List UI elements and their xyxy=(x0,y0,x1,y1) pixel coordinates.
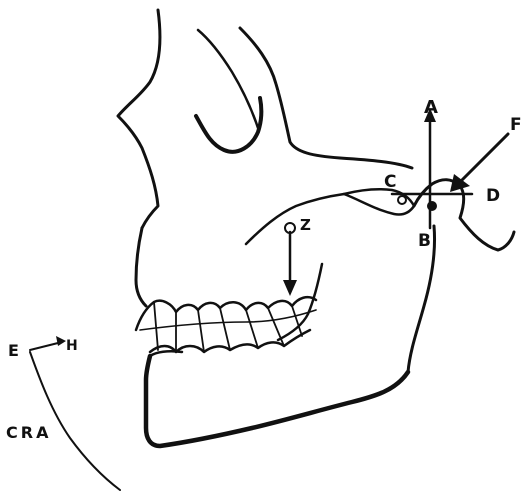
arrow-EH-line xyxy=(30,342,62,350)
mandible-border xyxy=(146,356,408,446)
arrow-F-line xyxy=(456,134,508,186)
label-H: H xyxy=(66,338,78,354)
arrow-EH-head xyxy=(56,336,66,346)
CRA-curve xyxy=(30,352,120,490)
label-D: D xyxy=(486,186,500,206)
inner-nasal-line xyxy=(198,30,258,128)
zygomatic-contour xyxy=(240,28,412,168)
label-Z: Z xyxy=(300,216,311,234)
force-vectors xyxy=(30,108,508,490)
pivot-point-C xyxy=(398,196,406,204)
label-CRA: CRA xyxy=(6,423,51,442)
label-A: A xyxy=(424,97,438,118)
zygomatic-arch xyxy=(246,194,414,244)
diagram-labels: A B C D F Z E H CRA xyxy=(6,97,522,442)
arrow-Z-head xyxy=(283,280,297,296)
maxilla-front xyxy=(136,228,146,306)
label-F: F xyxy=(510,115,522,135)
pivot-point-B xyxy=(427,201,437,211)
label-C: C xyxy=(384,172,396,192)
skull-drawing xyxy=(118,10,514,446)
label-B: B xyxy=(418,231,431,251)
occlusal-line xyxy=(140,310,316,330)
teeth xyxy=(136,297,316,352)
nasal-bone-line xyxy=(118,10,160,228)
upper-teeth-row xyxy=(136,297,316,330)
orbit-curve xyxy=(196,98,261,152)
label-E: E xyxy=(8,341,19,360)
